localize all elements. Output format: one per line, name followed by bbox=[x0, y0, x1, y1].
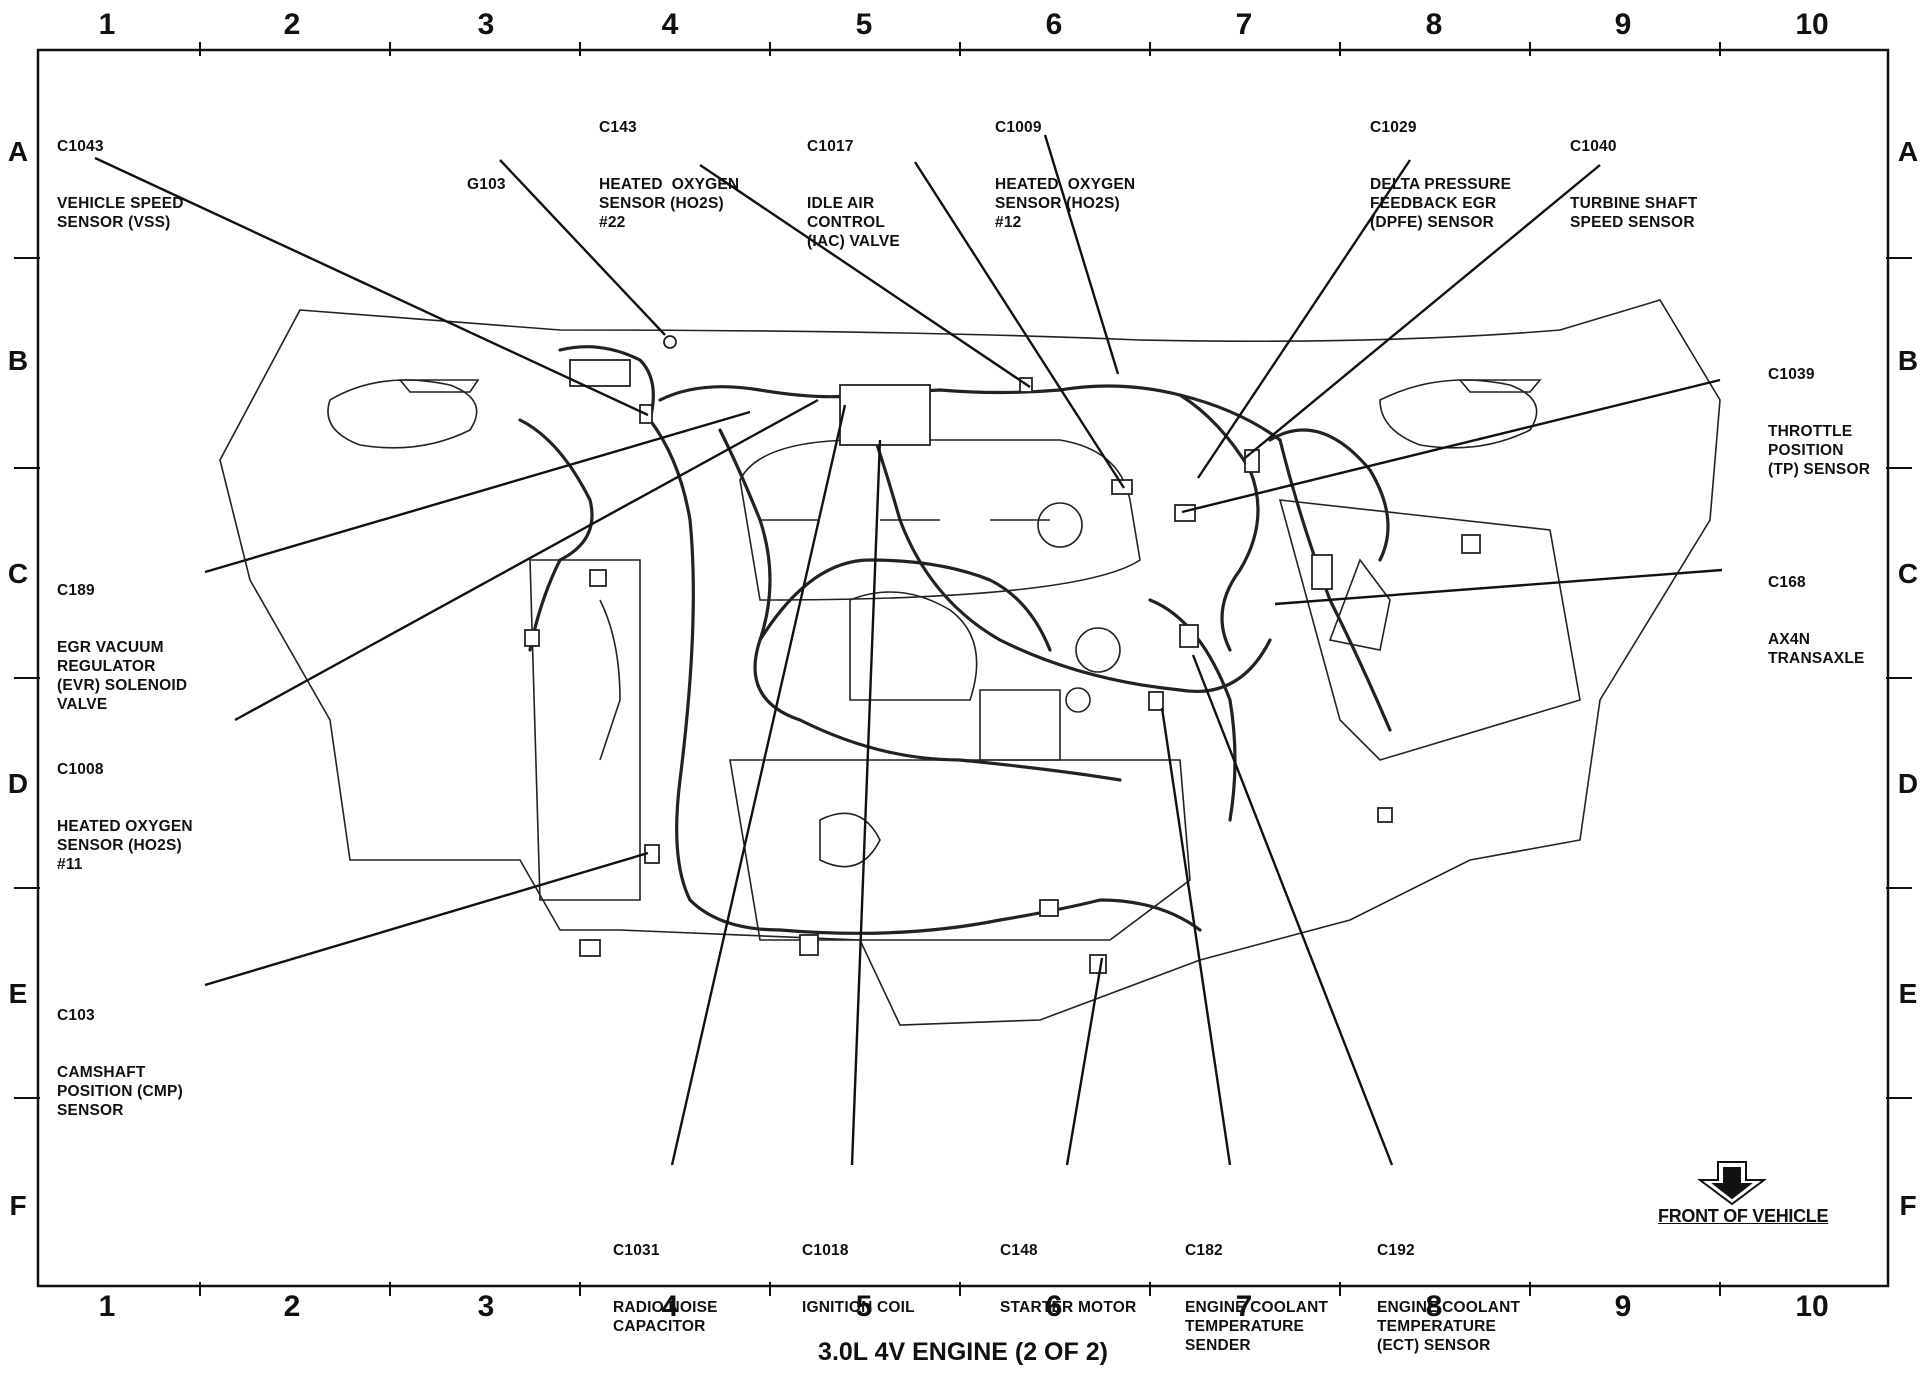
page-title: 3.0L 4V ENGINE (2 OF 2) bbox=[818, 1338, 1108, 1366]
callout-code: C1008 bbox=[57, 761, 104, 778]
callout-description: STARTER MOTOR bbox=[1000, 1299, 1137, 1316]
grid-row-label-right-e: E bbox=[1898, 978, 1918, 1009]
callout-code: C1043 bbox=[57, 138, 104, 155]
callout-description: ENGINE COOLANT TEMPERATURE (ECT) SENSOR bbox=[1377, 1299, 1521, 1354]
grid-col-label-top-4: 4 bbox=[661, 8, 679, 41]
grid-col-label-bottom-7: 7 bbox=[1235, 1290, 1253, 1323]
callout-c143: C143 HEATED OXYGEN SENSOR (HO2S) #22 bbox=[599, 80, 739, 270]
callout-c168: C168 AX4N TRANSAXLE bbox=[1768, 535, 1865, 706]
diagram-frame bbox=[36, 48, 1890, 1288]
callout-description: G103 bbox=[467, 176, 506, 193]
grid-col-label-bottom-4: 4 bbox=[661, 1290, 679, 1323]
grid-col-label-bottom-10: 10 bbox=[1795, 1290, 1829, 1323]
callout-description: VEHICLE SPEED SENSOR (VSS) bbox=[57, 195, 184, 231]
callout-c1009: C1009 HEATED OXYGEN SENSOR (HO2S) #12 bbox=[995, 80, 1135, 270]
callout-code: C192 bbox=[1377, 1242, 1415, 1259]
grid-row-label-right-d: D bbox=[1897, 768, 1919, 799]
callout-description: THROTTLE POSITION (TP) SENSOR bbox=[1768, 423, 1871, 478]
leader-lines bbox=[94, 134, 1723, 1166]
callout-c1040: C1040 TURBINE SHAFT SPEED SENSOR bbox=[1570, 99, 1697, 270]
front-of-vehicle-label: FRONT OF VEHICLE bbox=[1658, 1206, 1829, 1226]
grid-col-label-bottom-2: 2 bbox=[283, 1290, 301, 1323]
grid-col-label-top-1: 1 bbox=[98, 8, 116, 41]
callout-c103: C103 CAMSHAFT POSITION (CMP) SENSOR bbox=[57, 968, 183, 1158]
callout-c182: C182 ENGINE COOLANT TEMPERATURE SENDER bbox=[1185, 1203, 1328, 1393]
callout-c192: C192 ENGINE COOLANT TEMPERATURE (ECT) SE… bbox=[1377, 1203, 1520, 1393]
callout-description: IDLE AIR CONTROL (IAC) VALVE bbox=[807, 195, 900, 250]
grid-row-label-left-c: C bbox=[7, 558, 29, 589]
grid-col-label-bottom-8: 8 bbox=[1425, 1290, 1443, 1323]
grid-col-label-top-5: 5 bbox=[855, 8, 873, 41]
callout-code: C1017 bbox=[807, 138, 854, 155]
callout-code: C1029 bbox=[1370, 119, 1417, 136]
callout-c148: C148 STARTER MOTOR bbox=[1000, 1203, 1136, 1355]
callout-code: C182 bbox=[1185, 1242, 1223, 1259]
callout-description: ENGINE COOLANT TEMPERATURE SENDER bbox=[1185, 1299, 1329, 1354]
callout-code: C1040 bbox=[1570, 138, 1617, 155]
grid-col-label-bottom-9: 9 bbox=[1614, 1290, 1632, 1323]
grid-row-label-left-b: B bbox=[7, 345, 29, 376]
grid-row-label-left-a: A bbox=[7, 136, 29, 167]
callout-description: EGR VACUUM REGULATOR (EVR) SOLENOID VALV… bbox=[57, 639, 188, 713]
callout-c1031: C1031 RADIO NOISE CAPACITOR bbox=[613, 1203, 718, 1374]
grid-col-label-top-10: 10 bbox=[1795, 8, 1829, 41]
grid-row-label-right-f: F bbox=[1899, 1190, 1917, 1221]
callout-description: HEATED OXYGEN SENSOR (HO2S) #22 bbox=[599, 176, 740, 231]
grid-col-label-top-6: 6 bbox=[1045, 8, 1063, 41]
engine-compartment bbox=[219, 299, 1721, 1026]
callout-description: TURBINE SHAFT SPEED SENSOR bbox=[1570, 195, 1698, 231]
grid-row-label-right-b: B bbox=[1897, 345, 1919, 376]
callout-code: C1031 bbox=[613, 1242, 660, 1259]
callout-description: RADIO NOISE CAPACITOR bbox=[613, 1299, 718, 1335]
callout-description: HEATED OXYGEN SENSOR (HO2S) #11 bbox=[57, 818, 193, 873]
grid-row-label-left-e: E bbox=[8, 978, 28, 1009]
callout-c189: C189 EGR VACUUM REGULATOR (EVR) SOLENOID… bbox=[57, 543, 187, 752]
callout-description: IGNITION COIL bbox=[802, 1299, 915, 1316]
grid-col-label-bottom-1: 1 bbox=[98, 1290, 116, 1323]
grid-col-label-top-2: 2 bbox=[283, 8, 301, 41]
grid-col-label-top-3: 3 bbox=[477, 8, 495, 41]
grid-row-label-right-c: C bbox=[1897, 558, 1919, 589]
wiring-harness bbox=[518, 345, 1392, 935]
callout-code: C189 bbox=[57, 582, 95, 599]
callout-description: AX4N TRANSAXLE bbox=[1768, 631, 1865, 667]
grid-col-label-bottom-5: 5 bbox=[855, 1290, 873, 1323]
grid-col-label-top-8: 8 bbox=[1425, 8, 1443, 41]
callout-code: C1018 bbox=[802, 1242, 849, 1259]
callout-code: C103 bbox=[57, 1007, 95, 1024]
grid-col-label-top-9: 9 bbox=[1614, 8, 1632, 41]
grid-col-label-bottom-6: 6 bbox=[1045, 1290, 1063, 1323]
grid-col-label-bottom-3: 3 bbox=[477, 1290, 495, 1323]
callout-description: DELTA PRESSURE FEEDBACK EGR (DPFE) SENSO… bbox=[1370, 176, 1512, 231]
callout-g103: G103 bbox=[467, 137, 506, 232]
callout-c1043: C1043 VEHICLE SPEED SENSOR (VSS) bbox=[57, 99, 184, 270]
grid-row-label-right-a: A bbox=[1897, 136, 1919, 167]
callout-c1039: C1039 THROTTLE POSITION (TP) SENSOR bbox=[1768, 327, 1870, 517]
callout-description: CAMSHAFT POSITION (CMP) SENSOR bbox=[57, 1064, 183, 1119]
callout-description: HEATED OXYGEN SENSOR (HO2S) #12 bbox=[995, 176, 1136, 231]
callout-code: C143 bbox=[599, 119, 637, 136]
callout-code: C148 bbox=[1000, 1242, 1038, 1259]
callout-c1029: C1029 DELTA PRESSURE FEEDBACK EGR (DPFE)… bbox=[1370, 80, 1511, 270]
callout-code: C1009 bbox=[995, 119, 1042, 136]
callout-c1018: C1018 IGNITION COIL bbox=[802, 1203, 915, 1355]
grid-col-label-top-7: 7 bbox=[1235, 8, 1253, 41]
grid-row-label-left-d: D bbox=[7, 768, 29, 799]
connectors bbox=[524, 335, 1481, 974]
callout-c1017: C1017 IDLE AIR CONTROL (IAC) VALVE bbox=[807, 99, 900, 289]
front-arrow-icon bbox=[1697, 1161, 1767, 1206]
callout-code: C168 bbox=[1768, 574, 1806, 591]
callout-code: C1039 bbox=[1768, 366, 1815, 383]
callout-c1008: C1008 HEATED OXYGEN SENSOR (HO2S) #11 bbox=[57, 722, 193, 912]
grid-row-label-left-f: F bbox=[9, 1190, 27, 1221]
grid-ticks bbox=[14, 42, 1912, 1296]
